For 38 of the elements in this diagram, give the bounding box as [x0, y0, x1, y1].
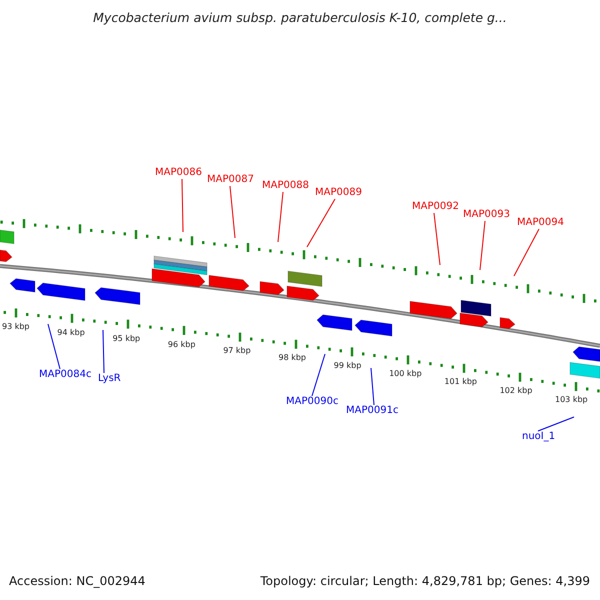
scale-label: 102 kbp [500, 386, 532, 396]
scale-label: 94 kbp [57, 328, 85, 338]
leader-line [514, 228, 540, 276]
leader-line [230, 186, 236, 238]
leader-line [102, 330, 104, 374]
leader-line [312, 354, 326, 396]
gene-label: MAP0089 [315, 187, 362, 199]
map-title: Mycobacterium avium subsp. paratuberculosis K-10, complete g... [92, 10, 508, 25]
info-text: Topology: circular; Length: 4,829,781 bp; Genes: 4,399 [260, 574, 590, 588]
gene-label: LysR [98, 373, 121, 385]
leader-line [182, 178, 184, 232]
scale-label: 99 kbp [334, 360, 362, 371]
gene-label: MAP0092 [412, 201, 459, 213]
scale-label: 103 kbp [555, 394, 588, 405]
leader-line [48, 324, 60, 370]
gene-label: MAP0086 [155, 167, 202, 179]
leader-line [370, 368, 374, 406]
gene-label: MAP0088 [262, 180, 309, 192]
gene-label: nuoI_1 [522, 431, 556, 443]
leader-line [278, 192, 284, 242]
gene-label: MAP0091c [346, 405, 398, 417]
leader-line [480, 220, 486, 270]
gene-label: MAP0090c [286, 396, 338, 408]
gene-label: MAP0087 [207, 174, 254, 186]
leader-line [434, 212, 440, 266]
scale-label: 97 kbp [223, 346, 251, 356]
scale-label: 95 kbp [112, 334, 140, 344]
scale-label: 101 kbp [444, 376, 477, 387]
gene-label: MAP0093 [463, 209, 510, 221]
scale-label: 98 kbp [278, 353, 306, 364]
scale-label: 96 kbp [168, 340, 196, 350]
gene-label: MAP0084c [39, 369, 92, 381]
leader-line [306, 198, 336, 248]
scale-label: 93 kbp [2, 322, 30, 332]
scale-label: 100 kbp [389, 368, 422, 379]
info-text: Accession: NC_002944 [9, 574, 146, 588]
gene-label: MAP0094 [517, 217, 564, 229]
leader-line [538, 416, 574, 432]
